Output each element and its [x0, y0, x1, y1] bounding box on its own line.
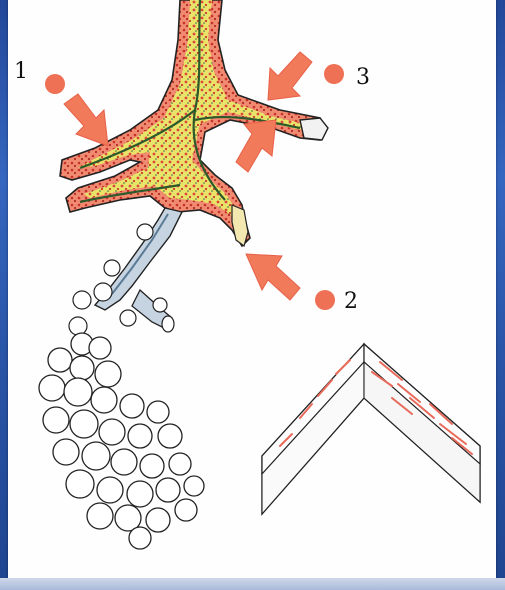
label-dot-1 [45, 74, 65, 94]
arrow-3-lower [236, 120, 276, 172]
label-1: 1 [14, 59, 28, 84]
label-3: 3 [356, 65, 370, 90]
label-dot-3 [324, 64, 344, 84]
label-2: 2 [344, 289, 358, 314]
bronchiole-tip [232, 205, 248, 246]
arrow-1 [64, 94, 108, 146]
label-dot-2 [315, 290, 335, 310]
arrow-2 [246, 254, 300, 300]
alveoli-cluster [39, 333, 204, 549]
arrow-3-upper [268, 52, 312, 100]
wall-cross-section [262, 344, 480, 514]
terminal-bronchiole [69, 208, 182, 335]
branch-tip-right [300, 118, 328, 140]
